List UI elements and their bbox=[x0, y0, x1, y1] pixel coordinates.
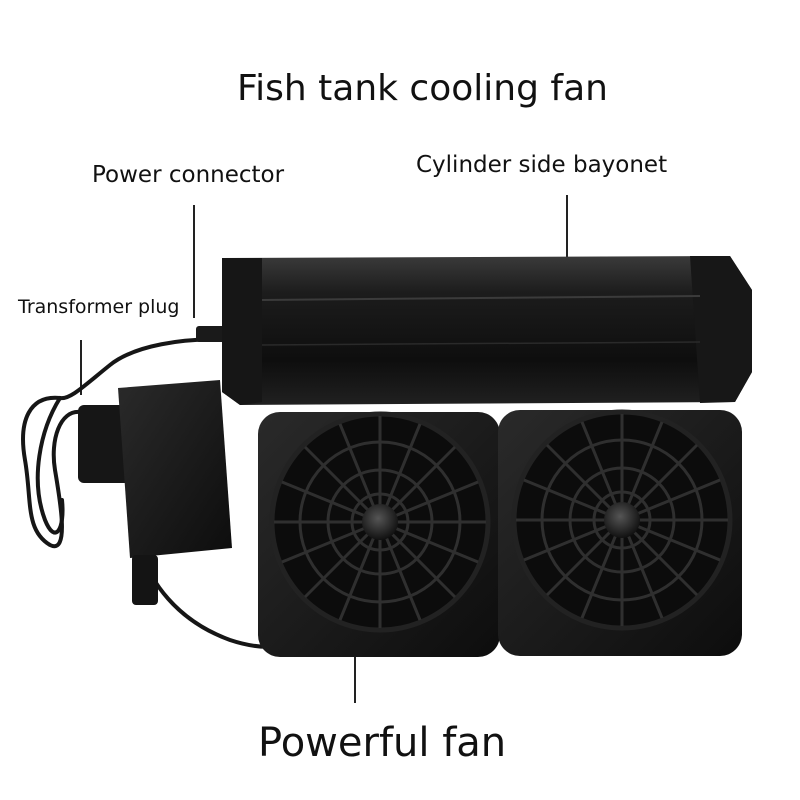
bayonet-rail bbox=[222, 256, 752, 405]
powerful-fan-label: Powerful fan bbox=[258, 720, 507, 766]
power-connector-plug bbox=[196, 326, 226, 342]
fan-right bbox=[498, 409, 742, 656]
power-connector-label: Power connector bbox=[92, 162, 285, 188]
transformer-plug-label: Transformer plug bbox=[18, 296, 180, 318]
transformer-adapter bbox=[78, 380, 232, 605]
fan-left bbox=[258, 411, 500, 657]
cylinder-side-bayonet-label: Cylinder side bayonet bbox=[416, 152, 668, 178]
leader-lines bbox=[80, 195, 568, 703]
page-title: Fish tank cooling fan bbox=[237, 68, 608, 109]
